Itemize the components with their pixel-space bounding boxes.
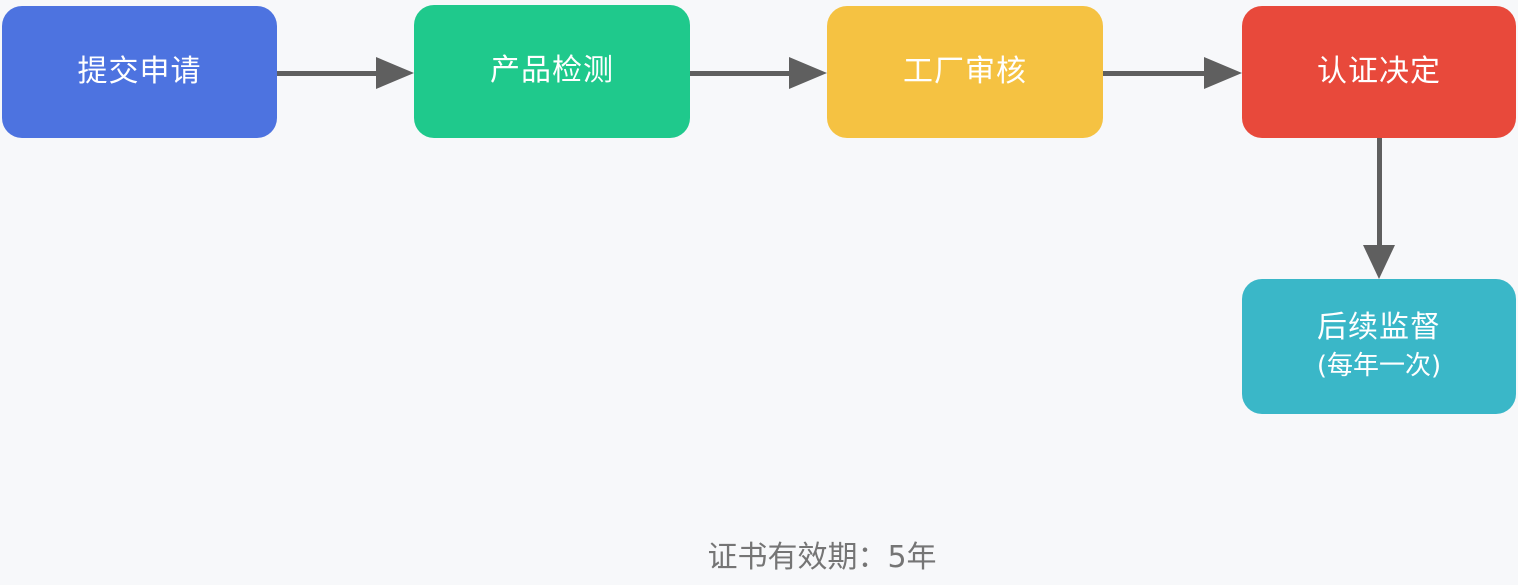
flow-node-label: 认证决定 (1317, 53, 1441, 89)
flow-node-submit-application: 提交申请 (2, 6, 277, 138)
arrow-shaft (1103, 70, 1204, 76)
arrow-head-down-icon (1363, 245, 1395, 279)
arrow-shaft (1376, 138, 1382, 245)
arrow-shaft (277, 70, 376, 76)
flow-node-label: 提交申请 (77, 53, 202, 89)
arrow-head-right-icon (1204, 57, 1242, 89)
arrow-testing-to-audit (690, 57, 827, 89)
arrow-shaft (690, 70, 789, 76)
certificate-validity-note: 证书有效期：5年 (707, 540, 937, 575)
arrow-decision-to-surveillance (1363, 138, 1395, 279)
flow-node-product-testing: 产品检测 (414, 5, 690, 138)
arrow-head-right-icon (376, 57, 414, 89)
flow-node-factory-audit: 工厂审核 (827, 6, 1103, 138)
flow-node-label: 工厂审核 (903, 53, 1027, 89)
flow-node-follow-up-surveillance: 后续监督 (每年一次) (1242, 279, 1516, 414)
arrow-audit-to-decision (1103, 57, 1242, 89)
flow-node-sublabel: (每年一次) (1316, 351, 1442, 382)
flow-node-certification-decision: 认证决定 (1242, 6, 1516, 138)
arrow-submit-to-testing (277, 57, 414, 89)
flow-node-label: 产品检测 (490, 53, 614, 89)
flow-node-label: 后续监督 (1317, 309, 1441, 345)
arrow-head-right-icon (789, 57, 827, 89)
